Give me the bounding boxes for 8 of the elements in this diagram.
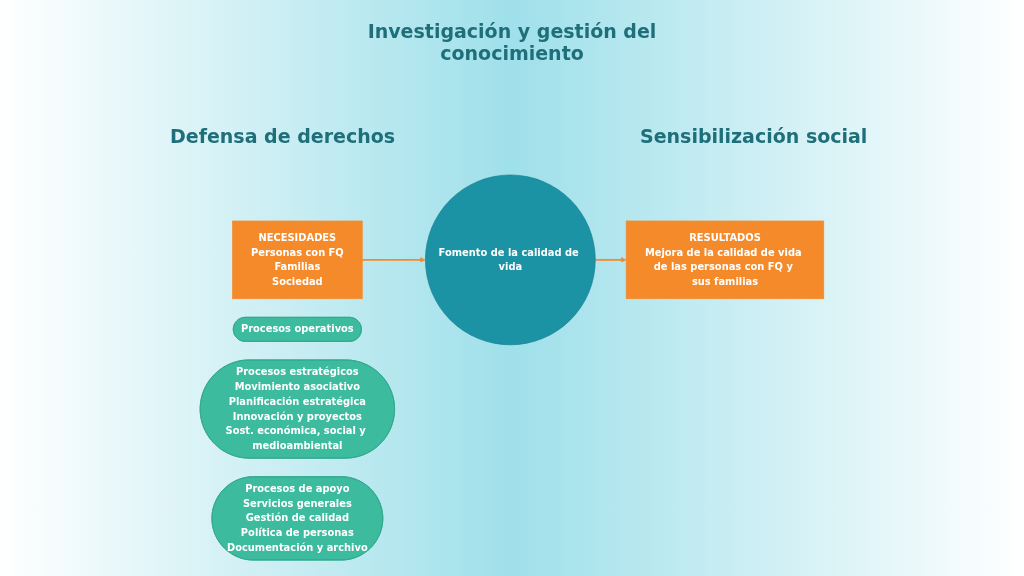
arrow: [594, 257, 627, 263]
node-box: NECESIDADES Personas con FQ Familias Sociedad: [232, 220, 363, 300]
heading-text: Investigación y gestión del conocimiento: [366, 20, 658, 64]
heading-text: Defensa de derechos: [170, 125, 396, 147]
node-box: RESULTADOS Mejora de la calidad de vida de las personas con FQ y sus familias: [625, 220, 825, 300]
node-circle: Fomento de la calidad de vida: [425, 174, 596, 346]
arrow: [361, 257, 426, 263]
heading-text: Sensibilización social: [640, 125, 868, 147]
